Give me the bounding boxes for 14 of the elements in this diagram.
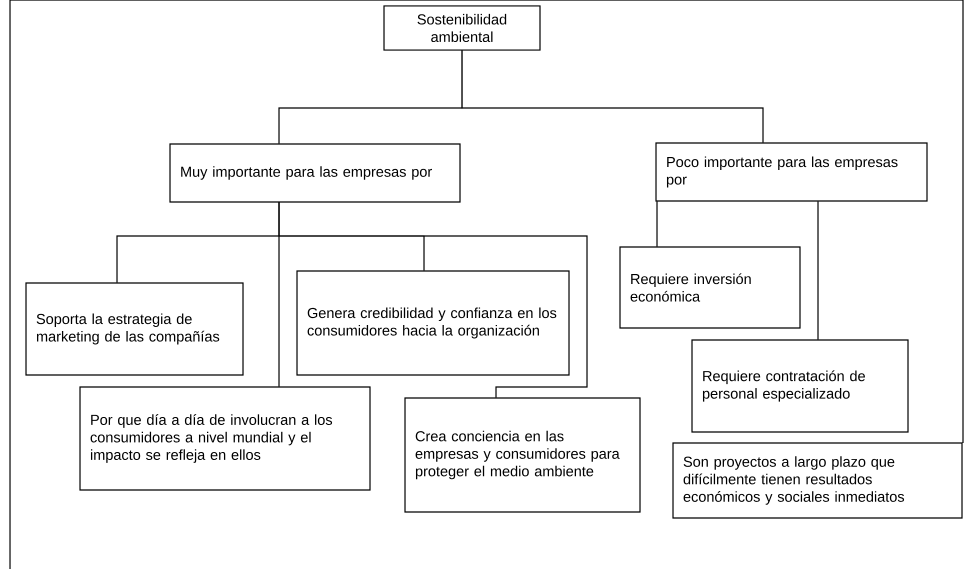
text-box: Poco importante para las empresas por [655, 142, 928, 202]
text-box: Requiere contratación de personal especializado [691, 339, 909, 433]
text-box: Son proyectos a largo plazo que difícilmente tienen resultados económicos y sociales inmediatos [672, 442, 963, 519]
text-box: Requiere inversión económica [619, 246, 801, 329]
text-box: Crea conciencia en las empresas y consumidores para proteger el medio ambiente [404, 397, 641, 513]
text-box: Soporta la estrategia de marketing de las compañías [25, 282, 244, 376]
text-box: Muy importante para las empresas por [169, 143, 461, 203]
connector-line [817, 202, 819, 340]
text-box: Genera credibilidad y confianza en los consumidores hacia la organización [296, 270, 570, 376]
connector-line [461, 50, 764, 142]
text-box: Sostenibilidad ambiental [383, 5, 541, 51]
connector-line [278, 202, 588, 398]
connector-line [656, 202, 658, 246]
text-box: Por que día a día de involucran a los consumidores a nivel mundial y el impacto se refleja en ellos [79, 386, 371, 491]
